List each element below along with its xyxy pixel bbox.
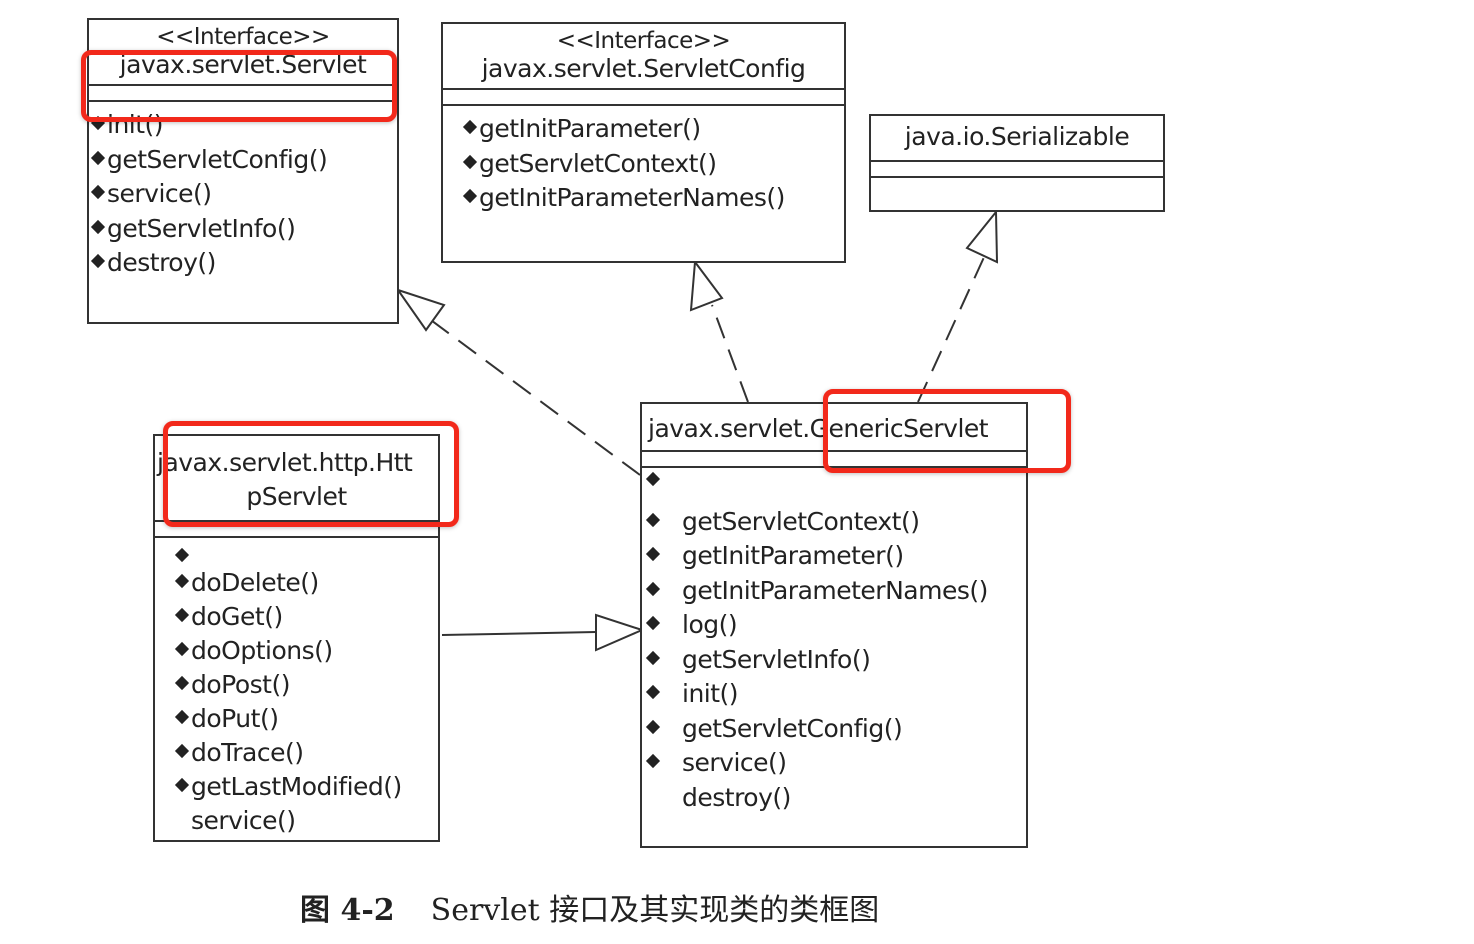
class-header: javax.servlet.http.Htt pServlet — [155, 436, 438, 522]
operation — [174, 540, 434, 566]
operation: getInitParameterNames() — [462, 181, 840, 216]
operation: doGet() — [174, 600, 434, 634]
diamond-icon — [462, 154, 478, 169]
diamond-icon — [645, 581, 661, 596]
diamond-icon — [174, 777, 190, 793]
attributes-section — [155, 522, 438, 538]
diamond-icon — [645, 471, 661, 487]
arrowhead-genericservlet — [595, 613, 645, 652]
diamond-icon — [174, 641, 190, 657]
diamond-icon — [174, 743, 190, 759]
class-servlet-config: <<Interface>> javax.servlet.ServletConfi… — [441, 22, 846, 263]
operation: service() — [90, 177, 393, 212]
realization-generic-to-servlet — [419, 311, 641, 476]
diamond-icon — [174, 547, 190, 563]
operation: getServletConfig() — [645, 712, 1022, 747]
stereotype-label: <<Interface>> — [556, 28, 731, 54]
realization-generic-to-serializable — [917, 254, 986, 403]
diamond-icon — [645, 650, 661, 665]
attributes-section — [871, 162, 1163, 178]
diamond-icon — [90, 150, 106, 165]
operation: doPut() — [174, 702, 434, 736]
diamond-icon — [90, 253, 106, 269]
operation: doOptions() — [174, 634, 434, 668]
class-name: java.io.Serializable — [904, 122, 1130, 151]
class-servlet: <<Interface>> javax.servlet.Servlet init… — [87, 18, 399, 324]
realization-generic-to-servletconfig — [711, 304, 749, 403]
operation: doPost() — [174, 668, 434, 702]
operation: getInitParameter() — [645, 539, 1022, 574]
diamond-icon — [174, 607, 190, 623]
diamond-icon — [462, 188, 478, 204]
figure-caption: 图 4-2 Servlet 接口及其实现类的类框图 — [300, 885, 879, 929]
class-generic-servlet: javax.servlet.GenericServlet getServletC… — [640, 402, 1028, 848]
attributes-section — [642, 452, 1026, 468]
class-header: java.io.Serializable — [871, 116, 1163, 162]
diamond-icon — [645, 546, 661, 562]
operation: destroy() — [682, 782, 791, 812]
operation: getServletInfo() — [645, 643, 1022, 678]
highlight-servlet — [81, 50, 397, 122]
operations-section: init() getServletConfig() service() getS… — [89, 102, 397, 287]
operation: doTrace() — [174, 736, 434, 770]
attributes-section — [89, 86, 397, 102]
operation: doDelete() — [174, 566, 434, 600]
operation: getServletConfig() — [90, 143, 393, 178]
class-header: javax.servlet.GenericServlet — [642, 404, 1026, 452]
class-name: javax.servlet.ServletConfig — [481, 54, 806, 83]
attributes-section — [443, 90, 844, 106]
operations-section: getInitParameter() getServletContext() g… — [443, 106, 844, 222]
operation: getServletInfo() — [90, 212, 393, 247]
figure-number: 图 4-2 — [300, 893, 395, 928]
stereotype-label: <<Interface>> — [156, 24, 330, 50]
diamond-icon — [645, 753, 661, 769]
class-name-line1: javax.servlet.http.Htt — [157, 448, 413, 477]
highlight-generic-servlet — [823, 389, 1071, 473]
class-header: <<Interface>> javax.servlet.ServletConfi… — [443, 24, 844, 90]
class-name-line2: pServlet — [246, 482, 347, 511]
operations-section: doDelete() doGet() doOptions() doPost() … — [155, 538, 438, 844]
operation: init() — [90, 108, 393, 143]
class-serializable: java.io.Serializable — [869, 114, 1165, 212]
operations-section: getServletContext() getInitParameter() g… — [642, 468, 1026, 821]
caption-text: Servlet 接口及其实现类的类框图 — [430, 893, 880, 928]
diamond-icon — [90, 219, 106, 234]
operation: service() — [191, 806, 296, 835]
operation: getServletContext() — [462, 147, 840, 182]
operation: getInitParameter() — [462, 112, 840, 147]
operation: getServletContext() — [645, 505, 1022, 540]
diamond-icon — [174, 573, 190, 589]
operation: destroy() — [90, 246, 393, 281]
diamond-icon — [462, 119, 478, 135]
arrowhead-servletconfig — [689, 259, 724, 312]
diamond-icon — [174, 709, 190, 725]
arrowhead-serializable — [965, 209, 999, 264]
operation — [645, 470, 1022, 505]
operation: init() — [645, 677, 1022, 712]
diamond-icon — [645, 719, 661, 734]
class-name: javax.servlet.GenericServlet — [648, 414, 989, 443]
operation: log() — [645, 608, 1022, 643]
operation: getInitParameterNames() — [645, 574, 1022, 609]
arrowhead-servlet — [395, 288, 446, 332]
class-http-servlet: javax.servlet.http.Htt pServlet doDelete… — [153, 434, 440, 842]
diamond-icon — [174, 675, 190, 691]
operation: getLastModified() — [174, 770, 434, 804]
diamond-icon — [645, 512, 661, 527]
operation: service() — [645, 746, 1022, 781]
diamond-icon — [90, 184, 106, 200]
diamond-icon — [645, 615, 661, 631]
highlight-http-servlet — [163, 421, 459, 527]
generalization-http-to-generic — [441, 631, 597, 636]
diamond-icon — [645, 684, 661, 700]
